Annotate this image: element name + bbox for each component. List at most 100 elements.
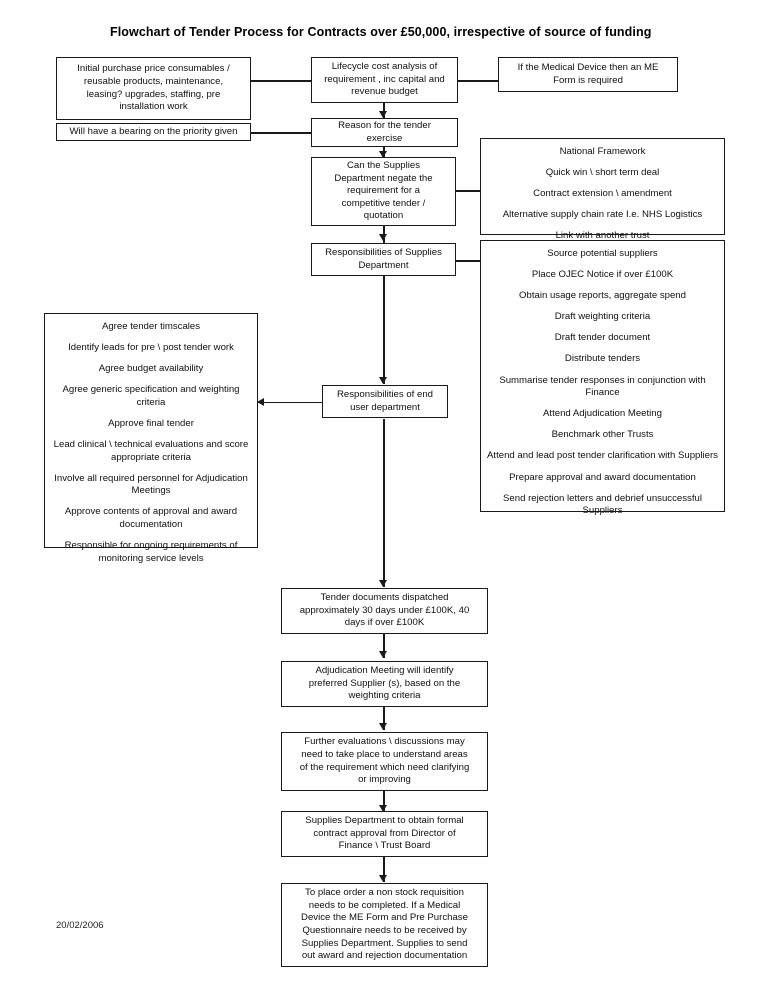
- node-line: quotation: [363, 210, 404, 222]
- node-line: or improving: [358, 774, 411, 786]
- node-line: Form is required: [553, 74, 623, 86]
- node-line: Summarise tender responses in conjunctio…: [499, 374, 706, 399]
- node-line: Prepare approval and award documentation: [509, 471, 696, 483]
- node-line: leasing? upgrades, staffing, pre: [86, 88, 221, 100]
- node-further-evaluations: Further evaluations \ discussions may ne…: [281, 732, 488, 791]
- arrowhead-approval-to-place-order: [379, 875, 387, 882]
- arrowhead-supplies-to-enduser: [379, 377, 387, 384]
- node-line: of the requirement which need clarifying: [299, 761, 470, 773]
- connector-priority-to-reason: [250, 132, 312, 134]
- node-line: needs to be completed. If a Medical: [308, 899, 461, 911]
- connector-enduser-to-timescales: [258, 401, 322, 404]
- node-line: requirement , inc capital and: [324, 73, 445, 85]
- node-line: Approve final tender: [108, 417, 194, 429]
- node-responsibilities-of-supplies: Responsibilities of Supplies Department: [311, 243, 456, 276]
- node-line: Questionnaire needs to be received by: [302, 925, 467, 936]
- connector-negate-to-framework: [456, 190, 480, 192]
- node-reason-for-tender: Reason for the tender exercise: [311, 118, 458, 147]
- arrowhead-negate-to-responsibilities: [379, 234, 387, 241]
- node-line: Supplies Department to obtain formal: [305, 815, 464, 827]
- node-line: Source potential suppliers: [547, 248, 658, 259]
- node-lifecycle-cost-analysis: Lifecycle cost analysis of requirement ,…: [311, 57, 458, 103]
- node-can-supplies-negate: Can the Supplies Department negate the r…: [311, 157, 456, 226]
- node-place-order: To place order a non stock requisition n…: [281, 883, 488, 967]
- node-line: contract approval from Director of: [313, 827, 456, 839]
- arrowhead-adjudication-to-evaluations: [379, 723, 387, 730]
- node-line: Supplies Department. Supplies to send: [301, 937, 468, 949]
- node-line: Agree generic specification and weightin…: [62, 384, 240, 408]
- node-line: days if over £100K: [344, 617, 425, 629]
- node-responsibilities-end-user: Responsibilities of end user department: [322, 385, 448, 418]
- node-line: Draft tender document: [554, 332, 651, 344]
- node-line: reusable products, maintenance,: [83, 75, 224, 87]
- node-source-potential-suppliers: Source potential suppliers Place OJEC No…: [480, 240, 725, 516]
- node-medical-device-me-form: If the Medical Device then an ME Form is…: [498, 57, 678, 92]
- node-line: Involve all required personnel for Adjud…: [54, 472, 248, 497]
- node-line: preferred Supplier (s), based on the: [308, 677, 461, 689]
- node-formal-contract-approval: Supplies Department to obtain formal con…: [281, 811, 488, 857]
- node-line: out award and rejection documentation: [301, 950, 468, 962]
- node-line: Send rejection letters and debrief unsuc…: [503, 492, 702, 517]
- node-line: requirement for a: [346, 185, 421, 197]
- node-line: Place OJEC Notice if over £100K: [531, 269, 674, 281]
- arrowhead-evaluations-to-approval: [379, 805, 387, 812]
- node-line: Obtain usage reports, aggregate spend: [519, 290, 686, 302]
- node-line: Lifecycle cost analysis of: [331, 61, 438, 73]
- node-line: Draft weighting criteria: [554, 311, 651, 323]
- node-line: Finance \ Trust Board: [338, 840, 431, 852]
- node-line: To place order a non stock requisition: [305, 887, 464, 899]
- node-tender-documents-dispatched: Tender documents dispatched approximatel…: [281, 588, 488, 634]
- node-line: Benchmark other Trusts: [551, 429, 654, 441]
- node-line: Lead clinical \ technical evaluations an…: [53, 439, 249, 463]
- node-line: Distribute tenders: [564, 353, 641, 365]
- node-national-framework: National Framework Quick win \ short ter…: [480, 138, 725, 241]
- arrowhead-enduser-to-dispatch: [379, 580, 387, 587]
- arrowhead-lifecycle-to-reason: [379, 111, 387, 118]
- page-title: Flowchart of Tender Process for Contract…: [110, 25, 652, 39]
- node-line: competitive tender /: [341, 197, 426, 209]
- connector-responsibilities-to-sourcing: [456, 260, 480, 262]
- node-line: Link with another trust: [555, 230, 650, 242]
- connector-initial-to-lifecycle: [250, 80, 312, 82]
- node-line: Quick win \ short term deal: [545, 167, 660, 179]
- node-line: Department negate the: [334, 172, 433, 184]
- node-line: National Framework: [559, 146, 646, 157]
- node-line: Will have a bearing on the priority give…: [69, 125, 238, 137]
- arrowhead-dispatch-to-adjudication: [379, 651, 387, 658]
- arrowhead-enduser-to-timescales: [257, 397, 264, 406]
- connector-dispatch-to-adjudication: [383, 634, 385, 658]
- node-line: Attend and lead post tender clarificatio…: [487, 450, 718, 462]
- node-line: exercise: [366, 132, 403, 144]
- node-line: revenue budget: [351, 86, 418, 98]
- node-line: Further evaluations \ discussions may: [304, 736, 465, 748]
- node-line: user department: [350, 401, 420, 413]
- node-line: Initial purchase price consumables /: [77, 63, 230, 75]
- arrowhead-reason-to-negate: [379, 151, 387, 158]
- node-agree-tender-timescales: Agree tender timscales Identify leads fo…: [44, 313, 258, 564]
- node-line: Alternative supply chain rate I.e. NHS L…: [502, 209, 703, 221]
- node-bearing-on-priority: Will have a bearing on the priority give…: [56, 123, 251, 141]
- node-line: weighting criteria: [348, 690, 421, 702]
- node-line: Agree tender timscales: [101, 321, 201, 332]
- connector-lifecycle-to-medical-device: [458, 80, 498, 82]
- node-line: approximately 30 days under £100K, 40: [299, 604, 470, 616]
- node-line: installation work: [119, 101, 188, 113]
- node-line: need to take place to understand areas: [301, 748, 468, 760]
- node-line: Can the Supplies: [346, 160, 421, 172]
- node-line: Device the ME Form and Pre Purchase: [301, 912, 468, 924]
- node-line: Attend Adjudication Meeting: [543, 408, 662, 420]
- node-line: Responsibilities of Supplies: [325, 246, 442, 258]
- node-line: Approve contents of approval and award d…: [64, 506, 238, 531]
- node-line: Responsible for ongoing requirements of …: [64, 540, 238, 564]
- connector-approval-to-place-order: [383, 857, 385, 882]
- node-line: Department: [358, 259, 409, 271]
- connector-enduser-to-dispatch: [383, 419, 385, 587]
- node-line: Tender documents dispatched: [320, 592, 449, 604]
- node-line: If the Medical Device then an ME: [517, 61, 659, 73]
- node-line: Adjudication Meeting will identify: [315, 665, 454, 677]
- node-initial-purchase-price: Initial purchase price consumables / reu…: [56, 57, 251, 120]
- node-line: Contract extension \ amendment: [533, 188, 672, 200]
- node-line: Responsibilities of end: [337, 388, 433, 400]
- node-adjudication-meeting: Adjudication Meeting will identify prefe…: [281, 661, 488, 707]
